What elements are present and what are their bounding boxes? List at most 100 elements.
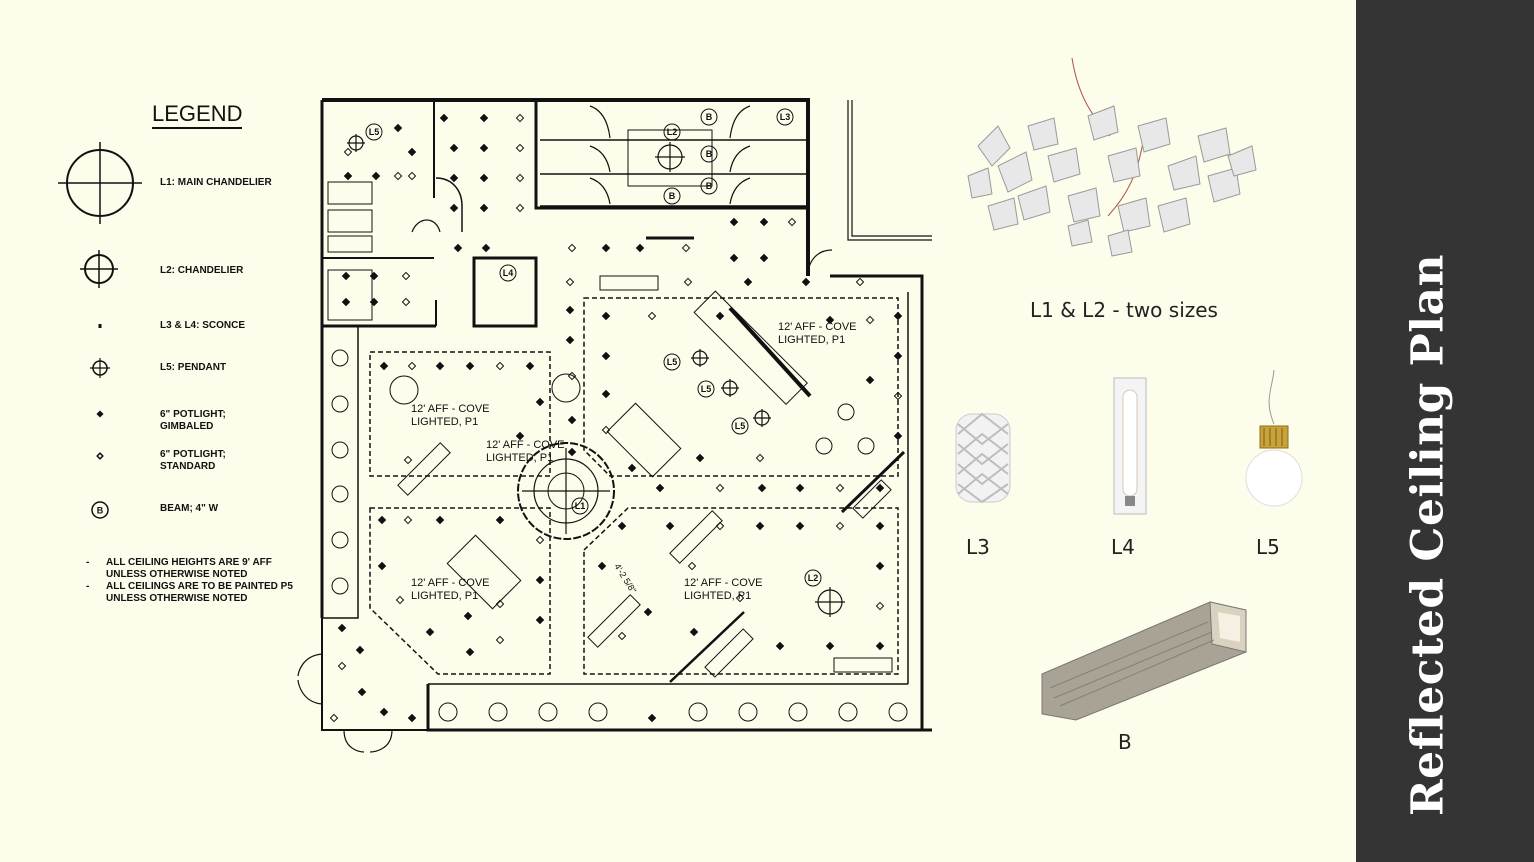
potlight-standard-icon <box>407 361 417 371</box>
potlight-gimbaled-icon <box>535 397 545 407</box>
potlight-gimbaled-icon <box>479 203 489 213</box>
plan-tag-l5: L5 <box>667 357 678 367</box>
potlight-gimbaled-icon <box>759 217 769 227</box>
plan-tag-l3: L3 <box>780 112 791 122</box>
potlight-standard-icon <box>715 521 725 531</box>
potlight-standard-icon <box>835 521 845 531</box>
potlight-gimbaled-icon <box>893 431 903 441</box>
potlight-gimbaled-icon <box>355 645 365 655</box>
chandelier-image <box>967 57 1257 257</box>
plan-tag-b: B <box>669 191 676 201</box>
potlight-gimbaled-icon <box>893 351 903 361</box>
potlight-gimbaled-icon <box>567 447 577 457</box>
potlight-gimbaled-icon <box>893 311 903 321</box>
potlight-gimbaled-icon <box>729 217 739 227</box>
potlight-gimbaled-icon <box>567 415 577 425</box>
potlight-gimbaled-icon <box>393 123 403 133</box>
potlight-gimbaled-icon <box>341 271 351 281</box>
potlight-gimbaled-icon <box>479 113 489 123</box>
potlight-standard-icon <box>407 171 417 181</box>
potlight-gimbaled-icon <box>875 561 885 571</box>
potlight-gimbaled-icon <box>875 483 885 493</box>
potlight-gimbaled-icon <box>479 173 489 183</box>
potlight-standard-icon <box>893 391 903 401</box>
potlight-gimbaled-icon <box>825 315 835 325</box>
chandelier-icon <box>80 250 118 288</box>
potlight-gimbaled-icon <box>825 641 835 651</box>
cove-label: LIGHTED, P1 <box>778 334 845 346</box>
potlight-gimbaled-icon <box>715 311 725 321</box>
potlight-gimbaled-icon <box>357 687 367 697</box>
beam-icon: B <box>91 501 109 519</box>
plan-tag-l5: L5 <box>701 384 712 394</box>
potlight-standard-icon <box>495 361 505 371</box>
potlight-gimbaled-icon <box>775 641 785 651</box>
potlight-gimbaled-icon <box>379 361 389 371</box>
legend-label-standard: 6" POTLIGHT; STANDARD <box>160 449 226 472</box>
potlight-gimbaled-icon <box>453 243 463 253</box>
potlight-gimbaled-icon <box>565 305 575 315</box>
potlight-standard-icon <box>337 661 347 671</box>
potlight-gimbaled-icon <box>337 623 347 633</box>
potlight-standard-icon <box>755 453 765 463</box>
potlight-standard-icon <box>495 599 505 609</box>
potlight-gimbaled-icon <box>535 615 545 625</box>
cove-label: 12' AFF - COVE <box>411 403 490 415</box>
plan-tag-l2: L2 <box>808 573 819 583</box>
potlight-gimbaled-icon <box>435 361 445 371</box>
legend-title: LEGEND <box>152 102 243 129</box>
sconce-icon <box>98 324 102 328</box>
potlight-gimbaled-icon <box>759 253 769 263</box>
potlight-gimbaled-icon <box>435 515 445 525</box>
pendant-l5-caption: L5 <box>1256 535 1280 559</box>
potlight-standard-icon <box>683 277 693 287</box>
legend-note: -ALL CEILINGS ARE TO BE PAINTED P5 UNLES… <box>86 581 293 604</box>
potlight-gimbaled-icon <box>96 410 104 418</box>
potlight-gimbaled-icon <box>465 647 475 657</box>
potlight-standard-icon <box>835 483 845 493</box>
potlight-standard-icon <box>395 595 405 605</box>
potlight-standard-icon <box>855 277 865 287</box>
potlight-standard-icon <box>647 311 657 321</box>
potlight-standard-icon <box>535 535 545 545</box>
sconce-l3-caption: L3 <box>966 535 990 559</box>
legend-label-l1: L1: MAIN CHANDELIER <box>160 177 272 188</box>
potlight-gimbaled-icon <box>439 113 449 123</box>
cove-label: LIGHTED, P1 <box>684 590 751 602</box>
plan-tag-b: B <box>706 181 713 191</box>
potlight-gimbaled-icon <box>801 277 811 287</box>
potlight-gimbaled-icon <box>757 483 767 493</box>
sconce-l4-image <box>1113 377 1147 515</box>
potlight-standard-icon <box>515 173 525 183</box>
potlight-gimbaled-icon <box>481 243 491 253</box>
potlight-gimbaled-icon <box>647 713 657 723</box>
cove-label: 12' AFF - COVE <box>778 321 857 333</box>
potlight-gimbaled-icon <box>617 521 627 531</box>
potlight-standard-icon <box>567 371 577 381</box>
cove-label: 12' AFF - COVE <box>411 577 490 589</box>
potlight-gimbaled-icon <box>729 253 739 263</box>
title-sidebar <box>1356 0 1534 862</box>
potlight-standard-icon <box>403 455 413 465</box>
potlight-standard-icon <box>96 452 104 460</box>
potlight-standard-icon <box>403 515 413 525</box>
beam-image <box>1041 601 1247 721</box>
potlight-gimbaled-icon <box>655 483 665 493</box>
potlight-gimbaled-icon <box>449 143 459 153</box>
potlight-standard-icon <box>865 315 875 325</box>
potlight-gimbaled-icon <box>689 627 699 637</box>
potlight-standard-icon <box>515 143 525 153</box>
plan-tag-l5: L5 <box>735 421 746 431</box>
potlight-gimbaled-icon <box>463 611 473 621</box>
potlight-standard-icon <box>329 713 339 723</box>
cove-label: LIGHTED, P1 <box>486 452 553 464</box>
legend-note: -ALL CEILING HEIGHTS ARE 9' AFF UNLESS O… <box>86 557 272 580</box>
potlight-gimbaled-icon <box>377 561 387 571</box>
sconce-l4-caption: L4 <box>1111 535 1135 559</box>
potlight-standard-icon <box>343 147 353 157</box>
potlight-gimbaled-icon <box>755 521 765 531</box>
potlight-gimbaled-icon <box>601 351 611 361</box>
potlight-gimbaled-icon <box>371 171 381 181</box>
cove-label: LIGHTED, P1 <box>411 590 478 602</box>
pendant-icon <box>90 358 110 378</box>
